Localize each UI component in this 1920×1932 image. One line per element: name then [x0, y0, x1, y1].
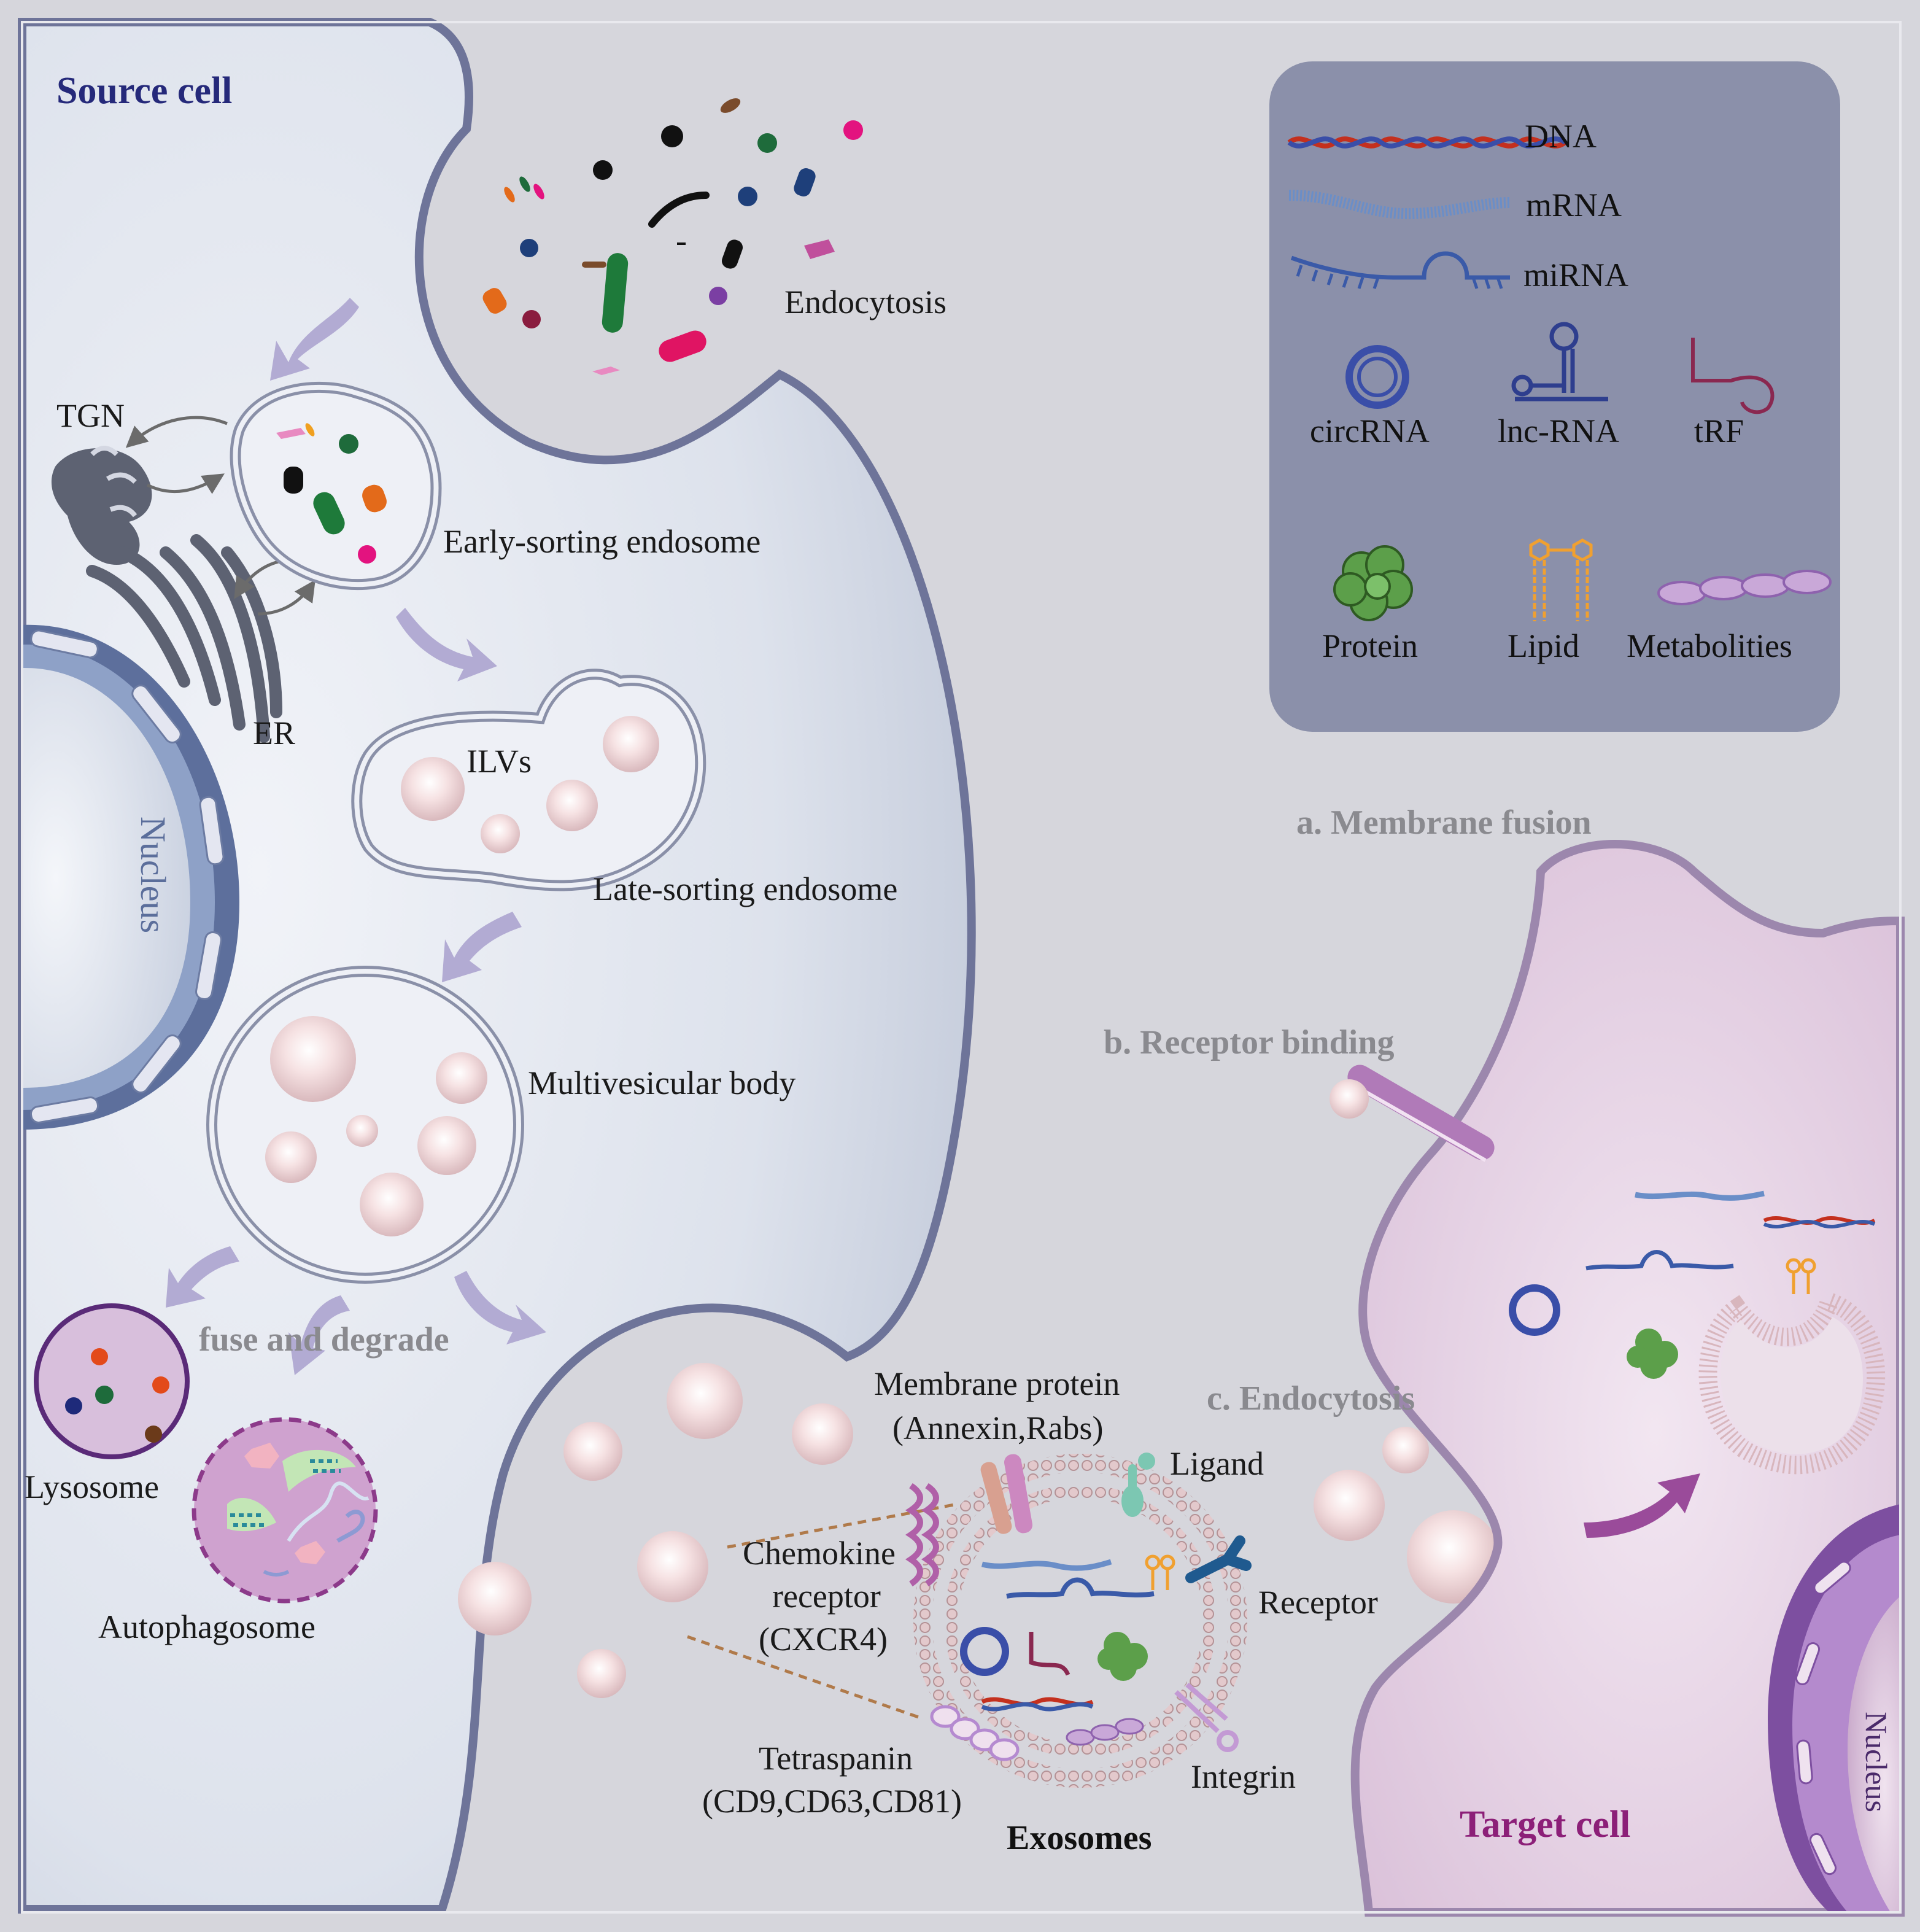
figure-frame [21, 21, 1902, 1914]
legend-panel: DNA mRNA miRNA circRNA lnc-RNA tRF [1269, 61, 1840, 732]
free-exosomes [458, 1363, 1500, 1698]
legend-mirna-icon [1290, 251, 1510, 289]
legend-circrna-label: circRNA [1310, 413, 1430, 449]
ligand-label: Ligand [1170, 1445, 1264, 1482]
er-stacks: ER [86, 534, 295, 751]
legend-metabolities-label: Metabolities [1627, 627, 1792, 664]
chemokine-label: Chemokine [743, 1535, 896, 1572]
process-arrows [166, 298, 546, 1375]
legend-trf-icon [1691, 338, 1775, 414]
legend-mirna-label: miRNA [1523, 257, 1628, 293]
source-nucleus-label: Nucleus [133, 817, 173, 933]
endocytosis-cargo: Endocytosis [482, 98, 946, 375]
receptor-binding-label: b. Receptor binding [1104, 1023, 1394, 1061]
tgn-golgi: TGN [51, 397, 152, 565]
target-cell-membrane [1350, 840, 1905, 1917]
legend-circrna-icon [1345, 345, 1409, 409]
endocytosis-uptake-label: c. Endocytosis [1207, 1379, 1415, 1418]
ilvs-label: ILVs [466, 743, 532, 780]
membrane-protein-label: Membrane protein [874, 1365, 1120, 1402]
legend-protein-icon [1333, 545, 1413, 621]
legend-dna-icon [1287, 136, 1567, 149]
target-nucleus-label: Nucleus [1859, 1712, 1894, 1812]
chemokine-sub-label: receptor [772, 1578, 881, 1615]
fuse-degrade-label: fuse and degrade [199, 1321, 449, 1359]
integrin-label: Integrin [1191, 1758, 1296, 1795]
legend-dna-label: DNA [1525, 118, 1597, 155]
legend-lipid-label: Lipid [1508, 627, 1579, 664]
membrane-protein-sub-label: (Annexin,Rabs) [892, 1410, 1103, 1446]
tgn-label: TGN [56, 397, 125, 434]
autophagosome-label: Autophagosome [98, 1608, 315, 1645]
autophagosome: Autophagosome [98, 1417, 378, 1645]
target-cell-cargo [1509, 1190, 1886, 1538]
late-sorting-endosome: ILVs Late-sorting endosome [351, 669, 897, 907]
receptor-label: Receptor [1258, 1584, 1378, 1621]
tetraspanin-label: Tetraspanin [759, 1740, 913, 1777]
tetraspanin-sub-label: (CD9,CD63,CD81) [702, 1783, 962, 1820]
mvb-label: Multivesicular body [528, 1065, 795, 1101]
legend-lncrna-label: lnc-RNA [1498, 413, 1619, 449]
lysosome-label: Lysosome [25, 1468, 159, 1505]
legend-lncrna-icon [1511, 322, 1608, 402]
early-endosome-label: Early-sorting endosome [443, 523, 761, 560]
legend-protein-label: Protein [1322, 627, 1418, 664]
legend-lipid-icon [1529, 538, 1593, 621]
lysosome: Lysosome [25, 1303, 190, 1505]
zoom-lines [687, 1502, 958, 1721]
target-cell-title: Target cell [1460, 1804, 1630, 1845]
chemokine-sub2-label: (CXCR4) [759, 1621, 888, 1658]
membrane-fusion-label: a. Membrane fusion [1296, 804, 1592, 842]
legend-metabolite-icon [1657, 570, 1832, 605]
multivesicular-body: Multivesicular body [206, 966, 795, 1284]
er-label: ER [253, 715, 295, 751]
endocytosis-label: Endocytosis [784, 284, 946, 320]
source-cell-title: Source cell [56, 70, 232, 112]
late-endosome-label: Late-sorting endosome [593, 871, 897, 907]
target-nucleus: Nucleus [1768, 1504, 1900, 1912]
receptor-binding-rod [1330, 1065, 1495, 1162]
legend-mrna-label: mRNA [1526, 187, 1622, 223]
early-sorting-endosome: Early-sorting endosome [230, 381, 761, 591]
exosomes-title: Exosomes [1007, 1819, 1152, 1857]
legend-trf-label: tRF [1694, 413, 1744, 449]
exosome-detail: Membrane protein (Annexin,Rabs) Ligand R… [702, 1365, 1378, 1857]
source-nucleus: Nucleus [22, 624, 239, 1130]
